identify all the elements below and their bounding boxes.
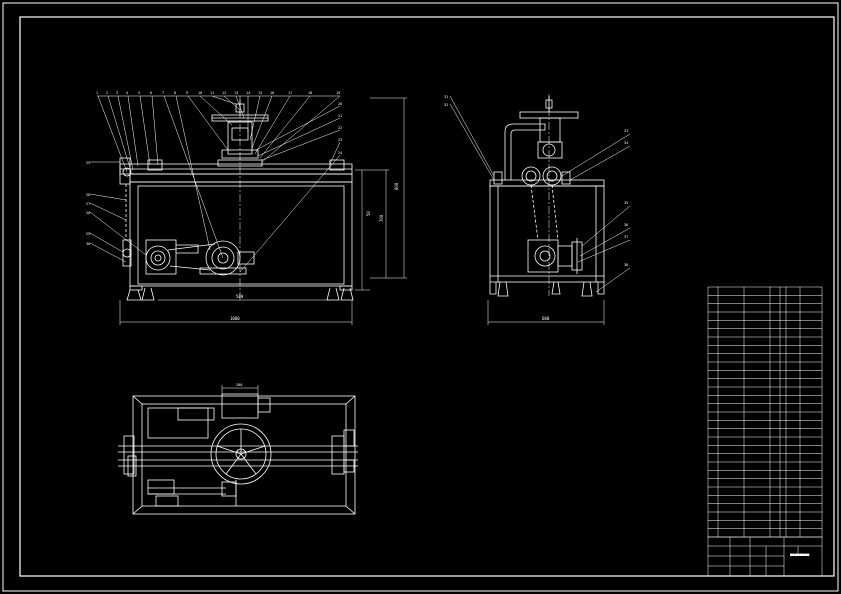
top-motor-box [221,393,259,419]
front-part-label: 17 [288,91,292,95]
front-part-label: 10 [198,91,202,95]
front-dim-width: 1000 [230,316,240,321]
front-part-label: 15 [258,91,262,95]
side-frame-body [489,185,605,283]
front-part-label: 21 [338,114,342,118]
front-part-label: 29 [86,232,90,236]
side-part-label: 37 [624,235,628,239]
side-part-label: 33 [624,129,628,133]
front-dim-height-total: 800 [394,182,399,190]
top-view [118,393,358,515]
side-part-label: 36 [624,223,628,227]
side-gear-motor [527,239,559,273]
front-dim-side: 50 [366,211,371,216]
front-view-dimensions [119,97,407,325]
front-view-leaders [89,95,341,273]
front-part-label: 16 [270,91,274,95]
front-part-label: 24 [338,151,342,155]
side-part-label: 32 [444,103,448,107]
side-roller-left [521,166,541,186]
top-view-dimensions [221,385,259,394]
side-view-leaders [449,95,631,325]
front-part-label: 3 [116,91,118,95]
front-part-label: 27 [86,202,90,206]
front-part-label: 28 [86,211,90,215]
front-part-label: 25 [86,161,90,165]
front-part-label: 12 [222,91,226,95]
side-part-label: 34 [624,141,628,145]
front-part-label: 7 [162,91,164,95]
front-part-label: 30 [86,242,90,246]
front-part-label: 19 [336,91,340,95]
top-handwheel [210,423,272,485]
side-view [489,94,605,297]
front-dim-bottom: 500 [236,294,244,299]
front-rail-plate [129,173,353,183]
front-foot-4 [340,287,354,301]
front-view [119,96,354,301]
front-dim-height-body: 700 [379,214,384,222]
side-part-label: 38 [624,263,628,267]
front-part-label: 6 [150,91,152,95]
front-leg-left [129,285,143,291]
front-frame-inner [137,185,345,285]
front-part-label: 11 [210,91,214,95]
title-block-drawing-title: ■■■■■■■■ [790,552,810,557]
front-part-label: 14 [246,91,250,95]
front-part-label: 5 [138,91,140,95]
side-foot-right [581,281,605,297]
front-leg-right [339,285,353,291]
front-part-label: 20 [338,102,342,106]
front-part-label: 26 [86,193,90,197]
front-dimension-labels: 1000 500 800 700 50 [230,182,399,321]
front-view-labels: 1 2 3 4 5 6 7 8 9 10 11 12 13 14 15 16 1… [86,91,342,246]
side-part-label: 35 [624,201,628,205]
side-part-label: 31 [444,95,448,99]
side-view-labels: 31 32 33 34 35 36 37 38 600 [444,95,628,321]
front-part-label: 9 [186,91,188,95]
front-part-label: 22 [338,126,342,130]
side-dim-width: 600 [542,316,550,321]
inner-frame [19,16,835,577]
front-part-label: 1 [96,91,98,95]
front-part-label: 4 [126,91,128,95]
drive-motor-base [199,267,247,275]
side-arm [504,123,546,180]
front-foot-3 [326,287,340,301]
front-foot-2 [141,287,155,301]
front-part-label: 18 [308,91,312,95]
top-inner-frame [141,403,347,507]
title-block [707,536,823,577]
front-part-label: 8 [174,91,176,95]
front-part-label: 13 [234,91,238,95]
top-outer-frame [132,395,356,515]
front-frame-body [129,181,353,287]
parts-table [707,286,823,538]
side-roller-right [542,166,562,186]
side-foot-left [489,281,509,297]
front-part-label: 2 [106,91,108,95]
front-foot-1 [126,289,142,301]
top-dim-box: 200 [236,383,242,387]
front-part-label: 23 [338,138,342,142]
